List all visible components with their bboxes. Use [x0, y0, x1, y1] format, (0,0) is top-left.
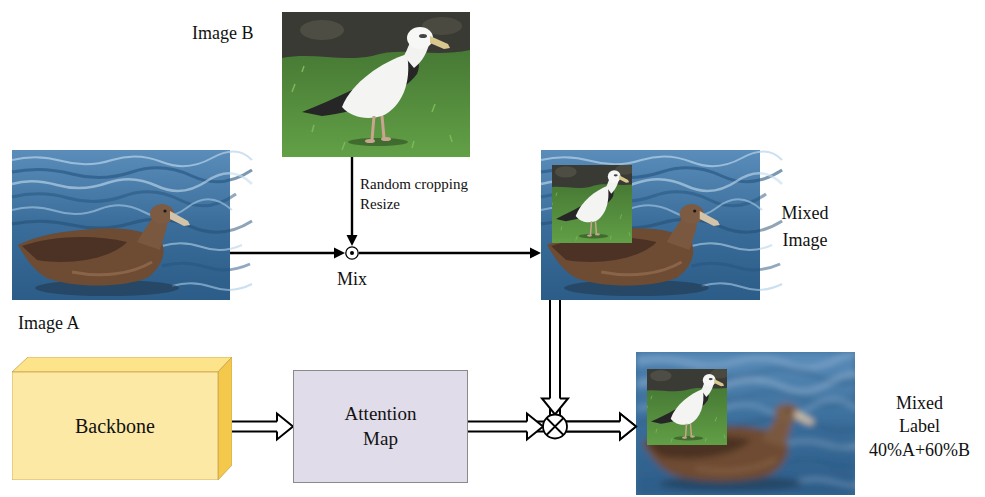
- image-frame: Image B: [282, 12, 470, 157]
- edge-label: Random cropping Resize: [360, 175, 475, 214]
- image-frame: Mixed Label 40%A+60%B: [636, 352, 855, 495]
- image-b-photo: [282, 12, 470, 157]
- cube-top: [12, 357, 232, 372]
- image-caption: Mixed Label 40%A+60%B: [862, 392, 977, 462]
- arrow-fill: [555, 300, 620, 427]
- backbone-block: Backbone: [12, 357, 232, 480]
- photo-area: [541, 150, 760, 300]
- image-a-photo: [12, 150, 252, 300]
- cube-side: [218, 357, 232, 480]
- label-patch-photo: [641, 366, 734, 447]
- label-patch: [641, 366, 734, 447]
- flow-arrow: [347, 157, 358, 246]
- arrowhead: [334, 248, 345, 259]
- mixed-label-photo: [636, 352, 855, 495]
- arrow-line: [359, 252, 530, 254]
- hollow-arrowhead: [277, 414, 293, 440]
- mix-ring: [346, 247, 358, 259]
- box-outline: [293, 370, 468, 483]
- cube-front: [12, 372, 218, 480]
- multiply-operator: [543, 415, 567, 439]
- photo-area: [12, 150, 230, 300]
- blurred-photo: [636, 352, 855, 495]
- hollow-arrowhead: [527, 414, 543, 440]
- hollow-arrow: [555, 300, 636, 440]
- label-patch-frame: [641, 366, 734, 447]
- hollow-arrowhead: [542, 399, 568, 415]
- flow-arrow: [230, 248, 345, 259]
- mix-dot: [350, 251, 354, 255]
- mix-symbol: [345, 246, 359, 260]
- arrow-fill: [232, 423, 277, 431]
- photo-area: [282, 12, 470, 157]
- arrow-outline: [232, 421, 277, 433]
- hollow-arrowhead-outline: [620, 414, 636, 440]
- hollow-arrowhead: [542, 399, 568, 415]
- arrow-line: [351, 157, 353, 235]
- multiply-cross: [547, 418, 564, 435]
- image-frame: Image A: [12, 150, 230, 300]
- operator-caption: Mix: [322, 268, 382, 291]
- image-caption: Mixed Image: [773, 200, 837, 254]
- hollow-arrowhead: [620, 414, 636, 440]
- attention-map-box: Attention Map: [293, 370, 468, 483]
- image-caption: Image B: [192, 22, 276, 45]
- mix-operator: Mix: [345, 246, 359, 260]
- patch-photo: [546, 162, 639, 245]
- photo-area: [636, 352, 855, 495]
- arrow-line: [230, 252, 334, 254]
- image-frame: Mixed Image: [541, 150, 760, 300]
- flow-arrow: [359, 248, 541, 259]
- hollow-arrowhead-outline: [277, 414, 293, 440]
- mixed-patch: [546, 162, 639, 245]
- arrow-outline: [555, 300, 620, 427]
- hollow-arrowhead-outline: [620, 414, 636, 440]
- block-label: Backbone: [75, 413, 155, 439]
- box-label: Attention Map: [333, 402, 429, 451]
- image-caption: Image A: [18, 312, 118, 335]
- mixed-image-photo: [541, 150, 782, 300]
- arrowhead: [347, 235, 358, 246]
- arrowhead: [530, 248, 541, 259]
- hollow-arrowhead: [620, 414, 636, 440]
- hollow-arrowhead: [527, 414, 543, 440]
- hollow-arrow: [232, 414, 293, 440]
